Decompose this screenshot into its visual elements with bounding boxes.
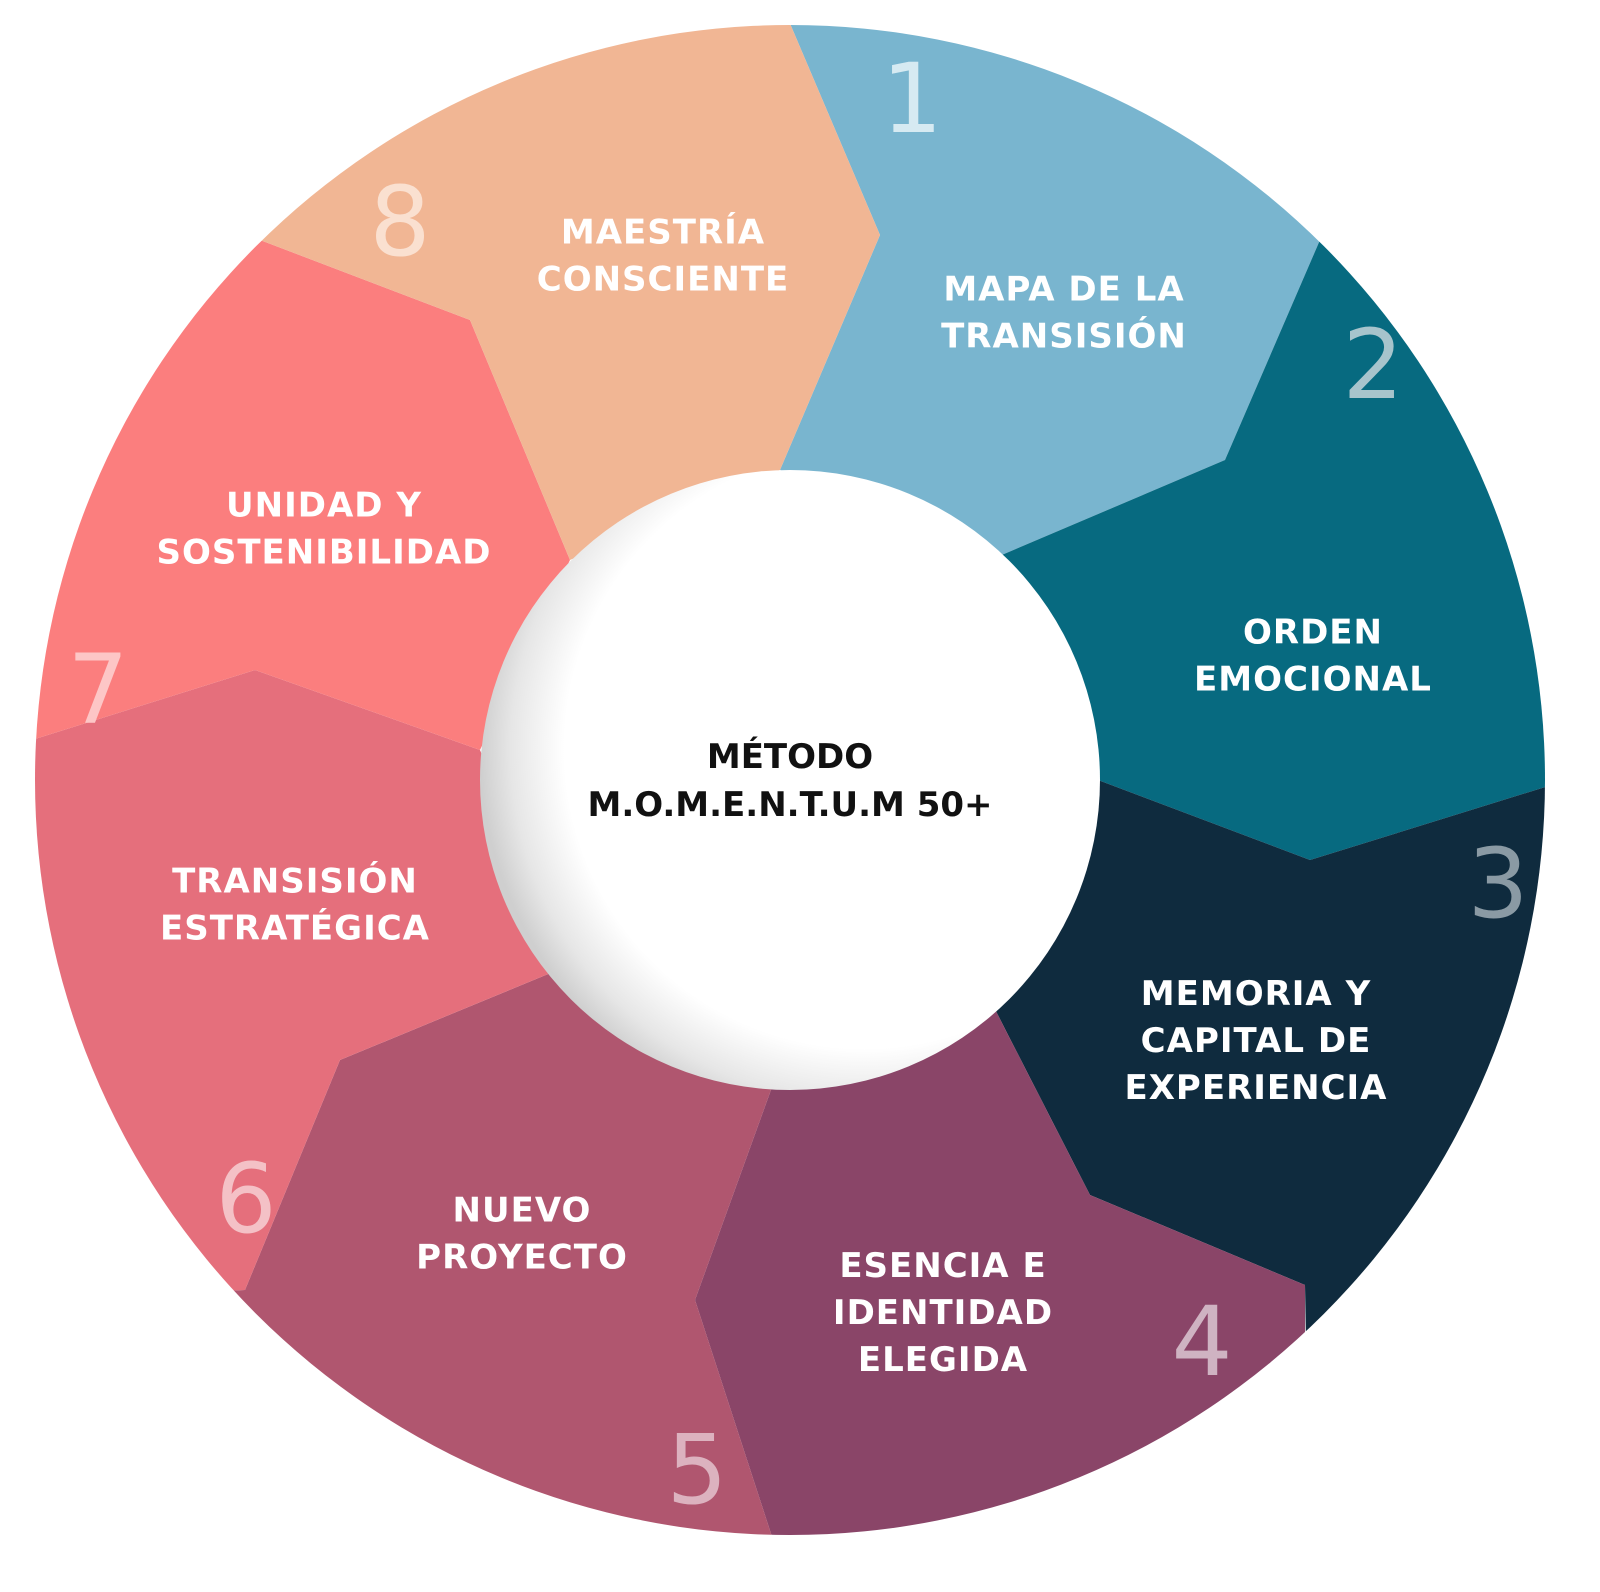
segment-3-label-line: MEMORIA Y bbox=[1141, 974, 1371, 1014]
segment-4-number: 4 bbox=[1171, 1286, 1232, 1398]
segment-6-number: 6 bbox=[215, 1143, 276, 1255]
segment-4-label-line: IDENTIDAD bbox=[833, 1293, 1053, 1333]
segment-4-label-line: ESENCIA E bbox=[839, 1246, 1046, 1286]
segment-8-number: 8 bbox=[369, 166, 430, 278]
segment-8 bbox=[260, 25, 880, 560]
segment-1-label-line: MAPA DE LA bbox=[943, 270, 1184, 310]
segment-3-label-line: CAPITAL DE bbox=[1141, 1021, 1372, 1061]
segment-6-label-line: ESTRATÉGICA bbox=[160, 908, 430, 949]
segment-3-label-line: EXPERIENCIA bbox=[1124, 1068, 1387, 1108]
segment-5-label-line: PROYECTO bbox=[416, 1238, 628, 1278]
segment-1 bbox=[780, 25, 1320, 560]
segment-6 bbox=[35, 670, 570, 1300]
segment-6-label-line: TRANSISIÓN bbox=[172, 861, 418, 902]
center-title-line2: M.O.M.E.N.T.U.M 50+ bbox=[587, 785, 992, 825]
segment-1-label-line: TRANSISIÓN bbox=[941, 316, 1187, 357]
segment-2-label-line: ORDEN bbox=[1243, 613, 1383, 653]
segment-5-number: 5 bbox=[666, 1414, 727, 1526]
segment-7-number: 7 bbox=[67, 634, 128, 746]
segment-2-label-line: EMOCIONAL bbox=[1194, 660, 1432, 700]
segment-8-label-line: CONSCIENTE bbox=[537, 260, 790, 300]
segment-7-label-line: UNIDAD Y bbox=[226, 486, 422, 526]
segment-7-label-line: SOSTENIBILIDAD bbox=[156, 533, 491, 573]
segment-4 bbox=[695, 980, 1305, 1535]
center-title-line1: MÉTODO bbox=[707, 736, 873, 777]
segment-5-label-line: NUEVO bbox=[453, 1191, 592, 1231]
segment-1-number: 1 bbox=[881, 43, 942, 155]
segment-3-number: 3 bbox=[1467, 828, 1528, 940]
center-hole bbox=[480, 470, 1100, 1090]
segment-8-label-line: MAESTRÍA bbox=[561, 212, 765, 253]
segment-2-number: 2 bbox=[1342, 309, 1403, 421]
segment-4-label-line: ELEGIDA bbox=[858, 1340, 1028, 1380]
